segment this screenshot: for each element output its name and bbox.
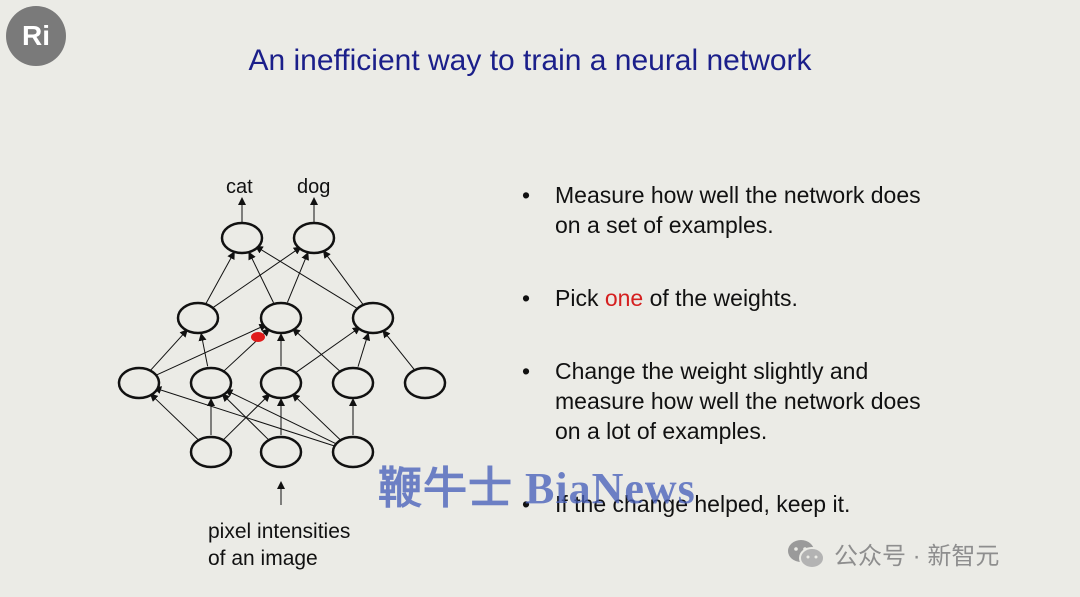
input-label-line-1: pixel intensities xyxy=(208,520,351,543)
connection-arrow xyxy=(198,332,209,367)
bullet-dot: • xyxy=(522,182,531,208)
output-label-dog: dog xyxy=(297,176,331,198)
bianews-watermark: 鞭牛士 BiaNews xyxy=(378,464,696,513)
bullet-dot: • xyxy=(522,285,531,311)
output-neuron xyxy=(220,221,264,255)
input-neuron xyxy=(259,435,303,469)
bullet-line: Measure how well the network does xyxy=(555,182,921,208)
output-label-cat: cat xyxy=(226,176,253,198)
connection-arrow xyxy=(322,250,364,305)
connection-arrow xyxy=(150,329,188,371)
input-label: pixel intensities of an image xyxy=(208,518,350,572)
bullet-text: Pick one of the weights. xyxy=(555,283,1025,313)
hidden2-neuron xyxy=(176,301,220,335)
connection-arrow xyxy=(248,251,275,303)
connection-arrow xyxy=(222,393,271,441)
bullet-text: If the change helped, keep it. xyxy=(555,489,1025,519)
ri-logo: Ri xyxy=(6,6,66,66)
connection-arrow xyxy=(291,393,342,441)
connection-arrow xyxy=(205,251,235,304)
hidden2-neuron xyxy=(351,301,395,335)
wechat-icon xyxy=(788,539,825,569)
input-neuron xyxy=(331,435,375,469)
logo-text: Ri xyxy=(22,20,50,51)
neural-network-diagram: cat dog pixel intensities of an image xyxy=(110,170,460,590)
bullet-dot: • xyxy=(522,358,531,384)
hidden1-neuron xyxy=(117,366,161,400)
connection-arrow xyxy=(382,329,415,371)
bullet-line: If the change helped, keep it. xyxy=(555,491,851,517)
bullet-dot: • xyxy=(522,491,531,517)
bullet-line: on a lot of examples. xyxy=(555,418,768,444)
slide-title: An inefficient way to train a neural net… xyxy=(248,44,812,77)
connection-arrow xyxy=(294,326,361,374)
hidden1-neuron xyxy=(189,366,233,400)
selected-weight-marker xyxy=(251,332,265,342)
connection-arrow xyxy=(292,328,341,372)
input-neuron xyxy=(189,435,233,469)
output-neuron xyxy=(292,221,336,255)
bullet-text: Change the weight slightly and measure h… xyxy=(555,356,1025,446)
hidden1-neuron xyxy=(403,366,447,400)
footer-source: 公众号 · 新智元 xyxy=(786,536,999,571)
connection-arrow xyxy=(154,323,268,377)
bullet-line: measure how well the network does xyxy=(555,388,921,414)
footer-text: 公众号 · 新智元 xyxy=(834,543,1000,570)
network-svg xyxy=(117,197,447,505)
bullet-line: Change the weight slightly and xyxy=(555,358,869,384)
connection-arrow xyxy=(357,332,371,367)
hidden1-neuron xyxy=(331,366,375,400)
bullet-pick-post: of the weights. xyxy=(643,285,798,311)
connection-arrow xyxy=(149,393,200,441)
bullet-text: Measure how well the network does on a s… xyxy=(555,180,1025,240)
bullet-pick-pre: Pick xyxy=(555,285,605,311)
connection-arrow xyxy=(287,251,309,303)
hidden2-neuron xyxy=(259,301,303,335)
connection-arrow xyxy=(254,245,359,310)
bullet-pick-highlight: one xyxy=(604,285,644,311)
input-label-line-2: of an image xyxy=(208,547,318,570)
connection-arrow xyxy=(224,389,338,446)
connection-arrow xyxy=(211,246,302,309)
hidden1-neuron xyxy=(259,366,303,400)
bullet-line: on a set of examples. xyxy=(555,212,774,238)
